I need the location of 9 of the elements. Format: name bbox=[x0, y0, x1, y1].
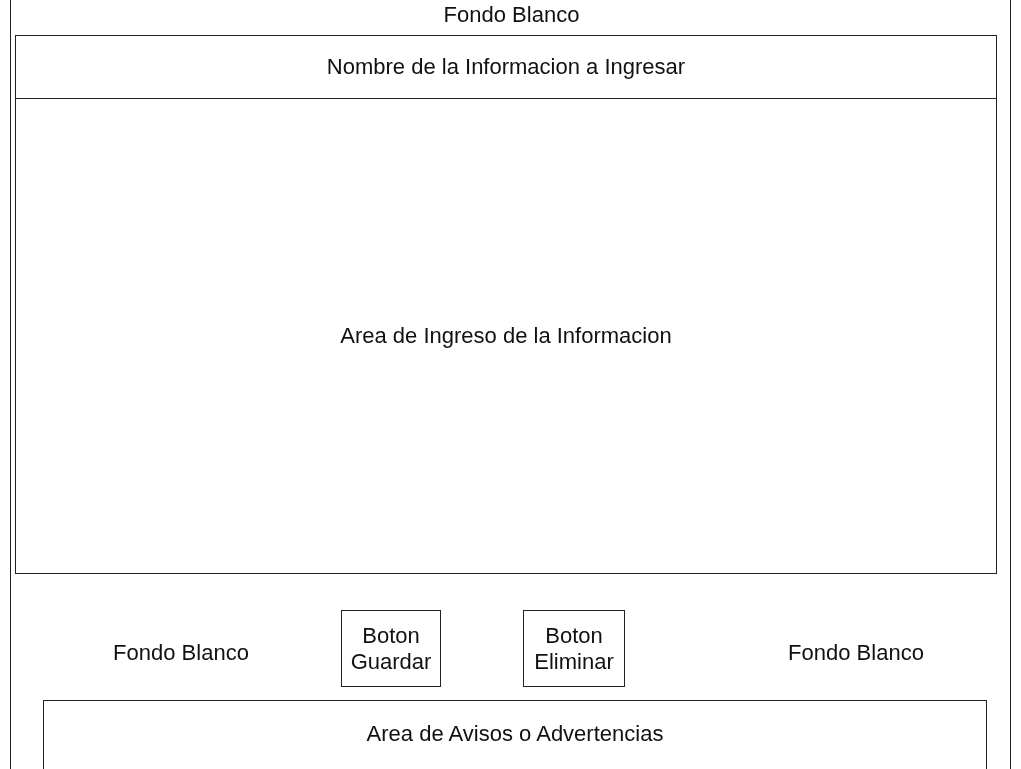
title-bar: Nombre de la Informacion a Ingresar bbox=[15, 35, 997, 99]
save-button: Boton Guardar bbox=[341, 610, 441, 687]
input-area: Area de Ingreso de la Informacion bbox=[15, 98, 997, 574]
delete-button: Boton Eliminar bbox=[523, 610, 625, 687]
background-label: Fondo Blanco bbox=[787, 640, 925, 666]
warning-area: Area de Avisos o Advertencias bbox=[43, 700, 987, 769]
background-label: Fondo Blanco bbox=[112, 640, 250, 666]
page-frame bbox=[10, 0, 1011, 769]
background-label: Fondo Blanco bbox=[442, 2, 581, 28]
